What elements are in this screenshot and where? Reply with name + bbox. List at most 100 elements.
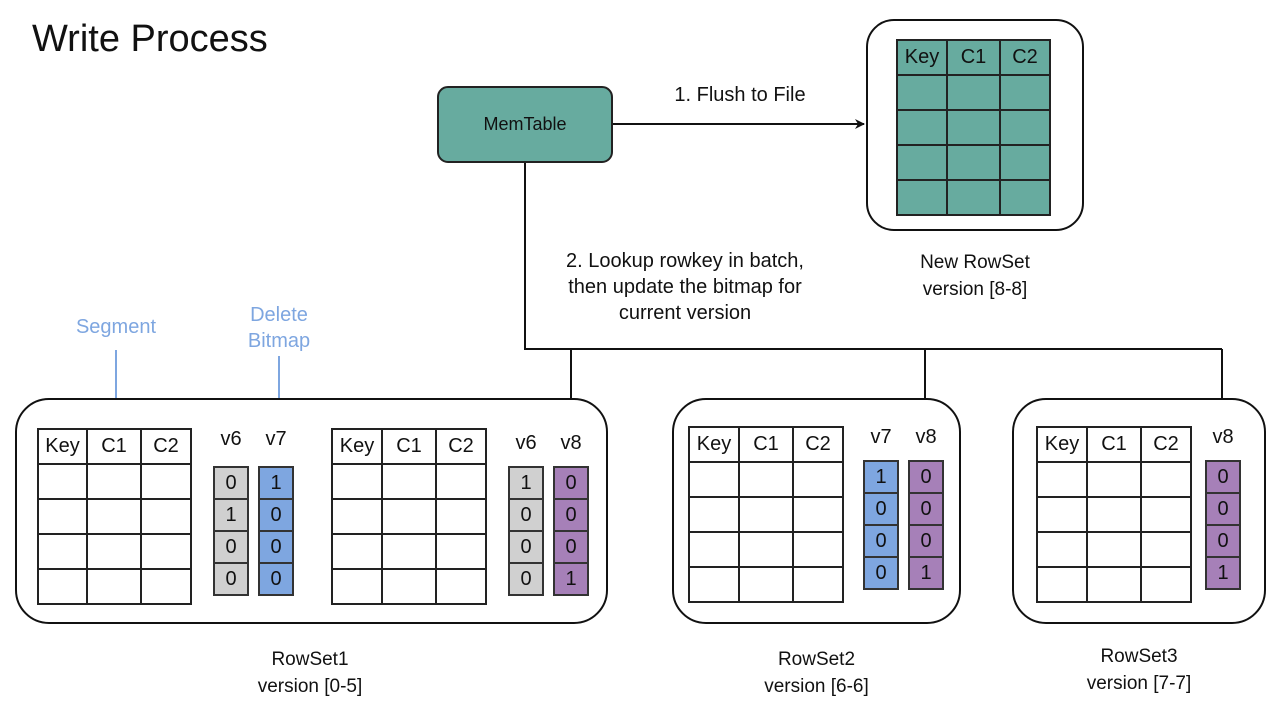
segment-table: Key C1 C2 xyxy=(37,428,192,605)
column-header: C1 xyxy=(381,428,437,465)
bitmap-bit: 0 xyxy=(1205,492,1241,526)
memtable-node: MemTable xyxy=(437,86,613,163)
segment-table: Key C1 C2 xyxy=(331,428,487,605)
segment-annotation: Segment xyxy=(75,316,157,338)
table-row xyxy=(688,531,844,568)
rowset-version: version [7-7] xyxy=(1086,673,1192,694)
table-row xyxy=(1036,496,1192,533)
rowset-version: version [6-6] xyxy=(764,676,869,697)
table-row xyxy=(1036,566,1192,603)
bitmap-bit: 0 xyxy=(508,562,544,596)
bitmap-bit: 0 xyxy=(1205,524,1241,558)
table-row xyxy=(688,461,844,498)
table-row xyxy=(896,179,1051,216)
bitmap-bit: 0 xyxy=(508,498,544,532)
rowset-name: RowSet3 xyxy=(1100,646,1178,667)
table-row xyxy=(1036,461,1192,498)
bitmap-bit: 0 xyxy=(908,460,944,494)
page-title: Write Process xyxy=(32,18,268,60)
lookup-step-line: 2. Lookup rowkey in batch, xyxy=(566,250,804,272)
column-header: Key xyxy=(896,39,948,76)
bitmap-bit: 1 xyxy=(213,498,249,532)
flush-step-label: 1. Flush to File xyxy=(674,84,806,106)
bitmap-bit: 1 xyxy=(908,556,944,590)
delete-bitmap-line: Delete xyxy=(250,304,308,326)
column-header: Key xyxy=(688,426,740,463)
delete-bitmap-column: 0 0 0 1 xyxy=(908,460,944,590)
delete-bitmap-column: 0 0 0 1 xyxy=(553,466,589,596)
bitmap-bit: 0 xyxy=(213,530,249,564)
rowset-name: RowSet1 xyxy=(271,649,349,670)
lookup-step-line: current version xyxy=(618,302,752,324)
rowset3-box: Key C1 C2 v8 0 0 0 1 xyxy=(1012,398,1266,624)
column-header: C2 xyxy=(1140,426,1192,463)
column-header: C2 xyxy=(435,428,487,465)
column-header: C2 xyxy=(140,428,192,465)
bitmap-bit: 0 xyxy=(863,492,899,526)
column-header: C1 xyxy=(946,39,1001,76)
bitmap-bit: 1 xyxy=(553,562,589,596)
bitmap-bit: 0 xyxy=(213,562,249,596)
new-rowset-table: Key C1 C2 xyxy=(896,39,1051,216)
rowset3-caption: RowSet3 version [7-7] xyxy=(1012,643,1266,697)
table-row xyxy=(896,144,1051,181)
bitmap-bit: 1 xyxy=(863,460,899,494)
delete-bitmap-annotation: Delete Bitmap xyxy=(230,302,328,354)
bitmap-version-label: v8 xyxy=(915,426,937,448)
rowset-name: New RowSet xyxy=(920,252,1030,273)
table-row xyxy=(331,463,487,500)
bitmap-bit: 0 xyxy=(553,498,589,532)
delete-bitmap-column: 0 1 0 0 xyxy=(213,466,249,596)
column-header: C1 xyxy=(738,426,794,463)
bitmap-bit: 0 xyxy=(863,524,899,558)
bitmap-version-label: v8 xyxy=(560,432,582,454)
bitmap-bit: 1 xyxy=(1205,556,1241,590)
bitmap-bit: 0 xyxy=(908,492,944,526)
table-row xyxy=(1036,531,1192,568)
rowset-version: version [0-5] xyxy=(257,676,363,697)
new-rowset-caption: New RowSet version [8-8] xyxy=(866,249,1084,303)
rowset1-caption: RowSet1 version [0-5] xyxy=(160,646,460,700)
lookup-step-label: 2. Lookup rowkey in batch, then update t… xyxy=(530,248,840,326)
bitmap-version-label: v6 xyxy=(220,428,242,450)
bitmap-version-label: v8 xyxy=(1212,426,1234,448)
rowset-name: RowSet2 xyxy=(777,649,856,670)
column-header: C2 xyxy=(792,426,844,463)
column-header: C1 xyxy=(86,428,142,465)
rowset1-box: Key C1 C2 v6 v7 0 1 0 0 1 0 0 0 Key C1 C… xyxy=(15,398,608,624)
table-row xyxy=(331,498,487,535)
table-row xyxy=(331,533,487,570)
delete-bitmap-column: 1 0 0 0 xyxy=(508,466,544,596)
bitmap-version-label: v6 xyxy=(515,432,537,454)
column-header: Key xyxy=(37,428,88,465)
memtable-label: MemTable xyxy=(483,114,567,134)
bitmap-bit: 0 xyxy=(213,466,249,500)
bitmap-bit: 0 xyxy=(258,498,294,532)
bitmap-bit: 0 xyxy=(258,530,294,564)
table-row xyxy=(896,109,1051,146)
table-row xyxy=(37,568,192,605)
column-header: C2 xyxy=(999,39,1051,76)
table-row xyxy=(331,568,487,605)
lookup-step-line: then update the bitmap for xyxy=(568,276,802,298)
bitmap-bit: 1 xyxy=(508,466,544,500)
column-header: Key xyxy=(1036,426,1088,463)
bitmap-bit: 0 xyxy=(508,530,544,564)
bitmap-bit: 1 xyxy=(258,466,294,500)
column-header: C1 xyxy=(1086,426,1142,463)
segment-table: Key C1 C2 xyxy=(688,426,844,603)
delete-bitmap-line: Bitmap xyxy=(247,330,311,352)
delete-bitmap-column: 1 0 0 0 xyxy=(258,466,294,596)
rowset-version: version [8-8] xyxy=(922,279,1028,300)
bitmap-bit: 0 xyxy=(553,530,589,564)
bitmap-version-label: v7 xyxy=(870,426,892,448)
rowset2-caption: RowSet2 version [6-6] xyxy=(672,646,961,700)
bitmap-bit: 0 xyxy=(553,466,589,500)
column-header: Key xyxy=(331,428,383,465)
bitmap-bit: 0 xyxy=(908,524,944,558)
lookup-connector xyxy=(524,163,1222,350)
segment-table: Key C1 C2 xyxy=(1036,426,1192,603)
delete-bitmap-column: 0 0 0 1 xyxy=(1205,460,1241,590)
table-row xyxy=(37,498,192,535)
